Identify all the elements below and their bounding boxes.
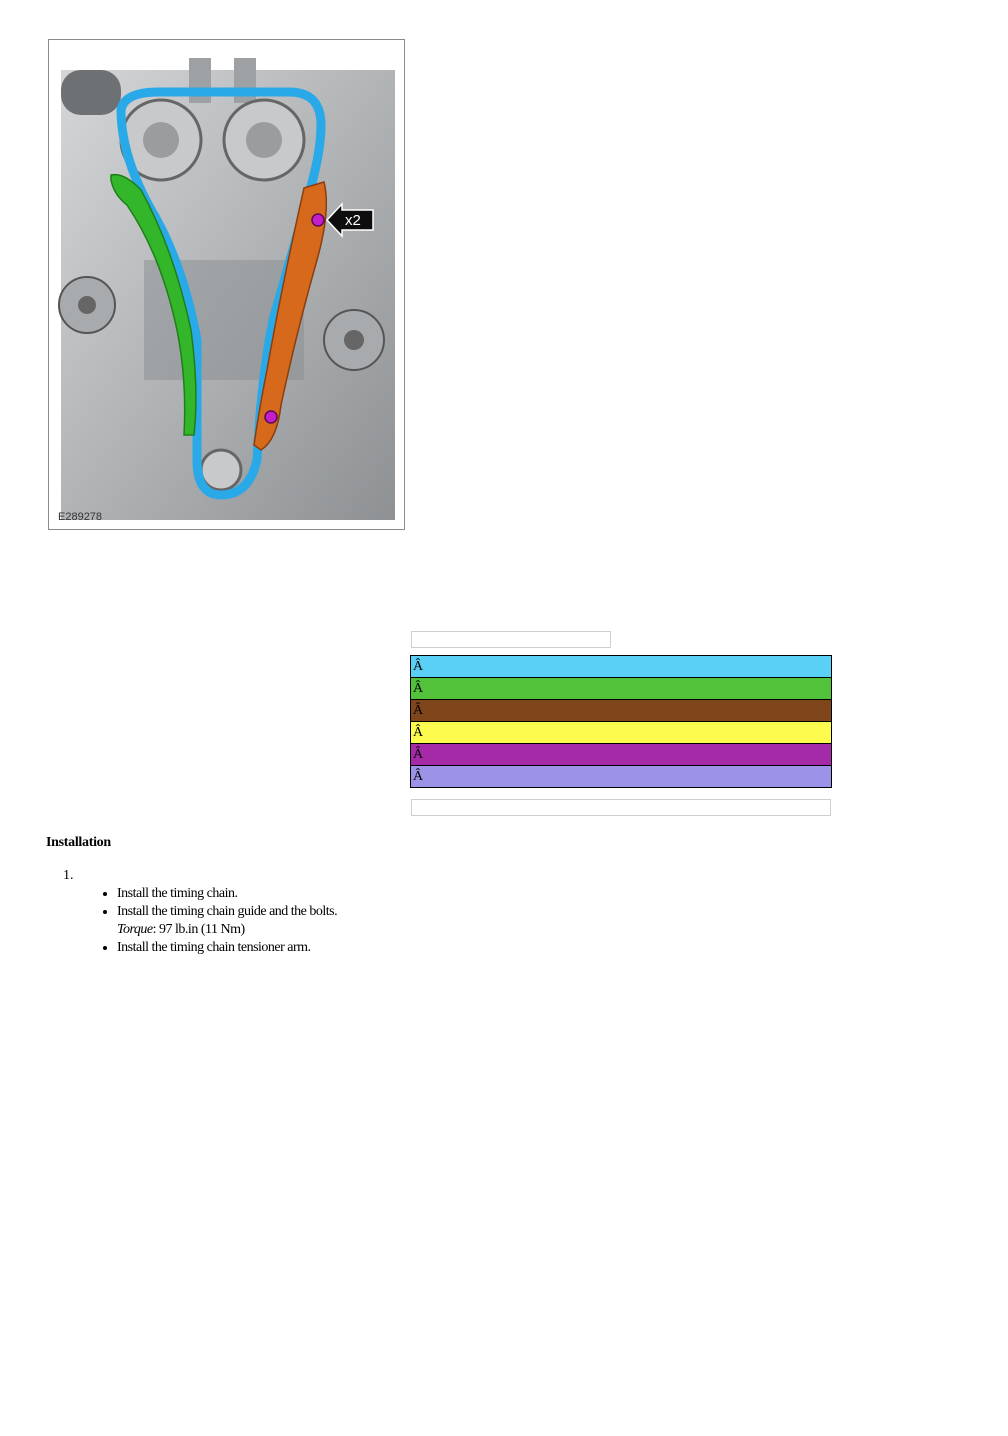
legend-row: Â	[410, 765, 832, 788]
hose	[61, 70, 121, 115]
legend-cell: Â	[410, 699, 832, 722]
legend-cell: Â	[410, 677, 832, 700]
step-number: 1.	[63, 868, 74, 883]
timing-chain-guide	[110, 173, 197, 436]
timing-chain-tensioner-arm	[253, 181, 328, 451]
bolt-lower	[264, 410, 278, 424]
legend-row: Â	[410, 677, 832, 700]
figure-id: E289278	[58, 511, 103, 523]
torque-label: Torque	[117, 922, 153, 937]
legend-row: Â	[410, 699, 832, 722]
timing-chain-diagram: x2	[58, 58, 395, 520]
legend-cell: Â	[410, 721, 832, 744]
callout-arrow	[325, 202, 374, 238]
legend-footer	[411, 799, 831, 816]
legend-row: Â	[410, 655, 832, 678]
bullet-install-tensioner-arm: Install the timing chain tensioner arm.	[117, 939, 337, 957]
section-title: Installation	[46, 835, 111, 850]
bullet-install-timing-chain: Install the timing chain.	[117, 885, 337, 903]
legend-row: Â	[410, 743, 832, 766]
legend-row: Â	[410, 721, 832, 744]
step-bullet-list: Install the timing chain. Install the ti…	[99, 885, 338, 957]
callout-label: x2	[345, 212, 361, 229]
bullet-text: Install the timing chain tensioner arm.	[117, 940, 311, 955]
bolt-upper	[311, 213, 325, 227]
bullet-text: Install the timing chain.	[117, 886, 238, 901]
timing-chain	[116, 87, 326, 500]
bullet-install-guide: Install the timing chain guide and the b…	[117, 903, 338, 939]
bullet-text: Install the timing chain guide and the b…	[117, 904, 338, 919]
legend-header	[411, 631, 611, 648]
legend-cell: Â	[410, 743, 832, 766]
legend-cell: Â	[410, 765, 832, 788]
engine-timing-illustration: x2 E289278	[48, 39, 405, 530]
torque-value: : 97 lb.in (11 Nm)	[152, 922, 245, 937]
legend-cell: Â	[410, 655, 832, 678]
